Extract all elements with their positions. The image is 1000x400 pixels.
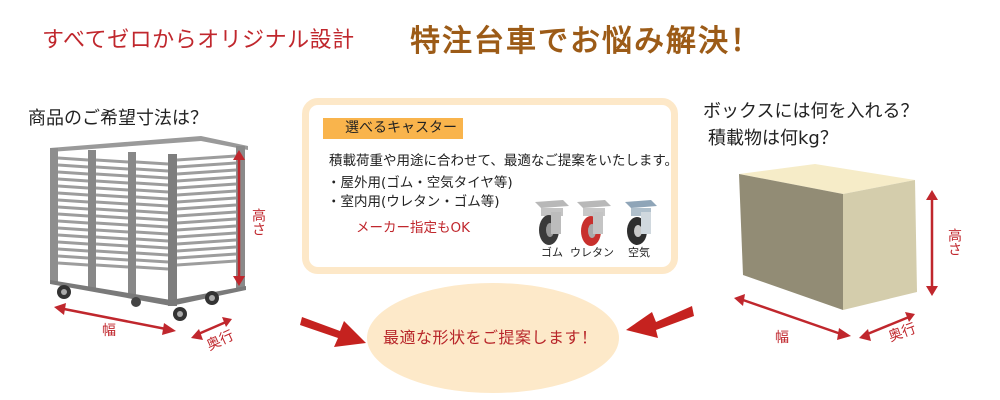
caster-tag: 選べるキャスター: [323, 118, 463, 139]
caster-label-pneumatic: 空気: [628, 246, 650, 259]
urethane-caster-icon: [577, 200, 611, 246]
caster-description: 積載荷重や用途に合わせて、最適なご提案をいたします。: [329, 153, 678, 169]
load-weight-question: 積載物は何kg？: [708, 128, 838, 149]
rack-cart-icon: [50, 136, 248, 321]
rubber-caster-icon: [535, 200, 569, 245]
box-height-arrow-icon: [926, 190, 938, 296]
box-height-label: 高さ: [946, 228, 962, 256]
box-depth-arrow-icon: [859, 312, 915, 341]
box-width-label: 幅: [775, 330, 789, 346]
caster-panel: 選べるキャスター 積載荷重や用途に合わせて、最適なご提案をいたします。 ・屋外用…: [302, 98, 678, 274]
proposal-text: 最適な形状をご提案します！: [383, 328, 598, 347]
maker-note: メーカー指定もOK: [356, 220, 470, 236]
caster-bullet-indoor: ・室内用(ウレタン・ゴム等): [327, 194, 500, 210]
caster-bullet-outdoor: ・屋外用(ゴム・空気タイヤ等): [327, 175, 513, 191]
cart-width-label: 幅: [102, 323, 116, 339]
caster-label-urethane: ウレタン: [570, 246, 614, 259]
box-illustration: [734, 164, 938, 341]
cart-height-label: 高さ: [250, 208, 266, 236]
proposal-bubble: [367, 283, 619, 393]
height-arrow-icon: [233, 150, 245, 286]
header-title: 特注台車でお悩み解決！: [410, 24, 762, 59]
width-arrow-icon: [54, 303, 176, 335]
depth-arrow-icon: [191, 317, 232, 340]
caster-label-rubber: ゴム: [541, 246, 563, 259]
pneumatic-caster-icon: [625, 200, 657, 245]
header-subtitle: すべてゼロからオリジナル設計: [42, 28, 355, 53]
arrow-right-icon: [300, 317, 366, 347]
box-width-arrow-icon: [734, 294, 851, 340]
arrow-left-icon: [626, 306, 694, 338]
cart-illustration: [50, 136, 248, 340]
dimension-question: 商品のご希望寸法は？: [28, 108, 208, 129]
box-contents-question: ボックスには何を入れる？: [703, 101, 919, 122]
cardboard-box-icon: [739, 164, 917, 310]
